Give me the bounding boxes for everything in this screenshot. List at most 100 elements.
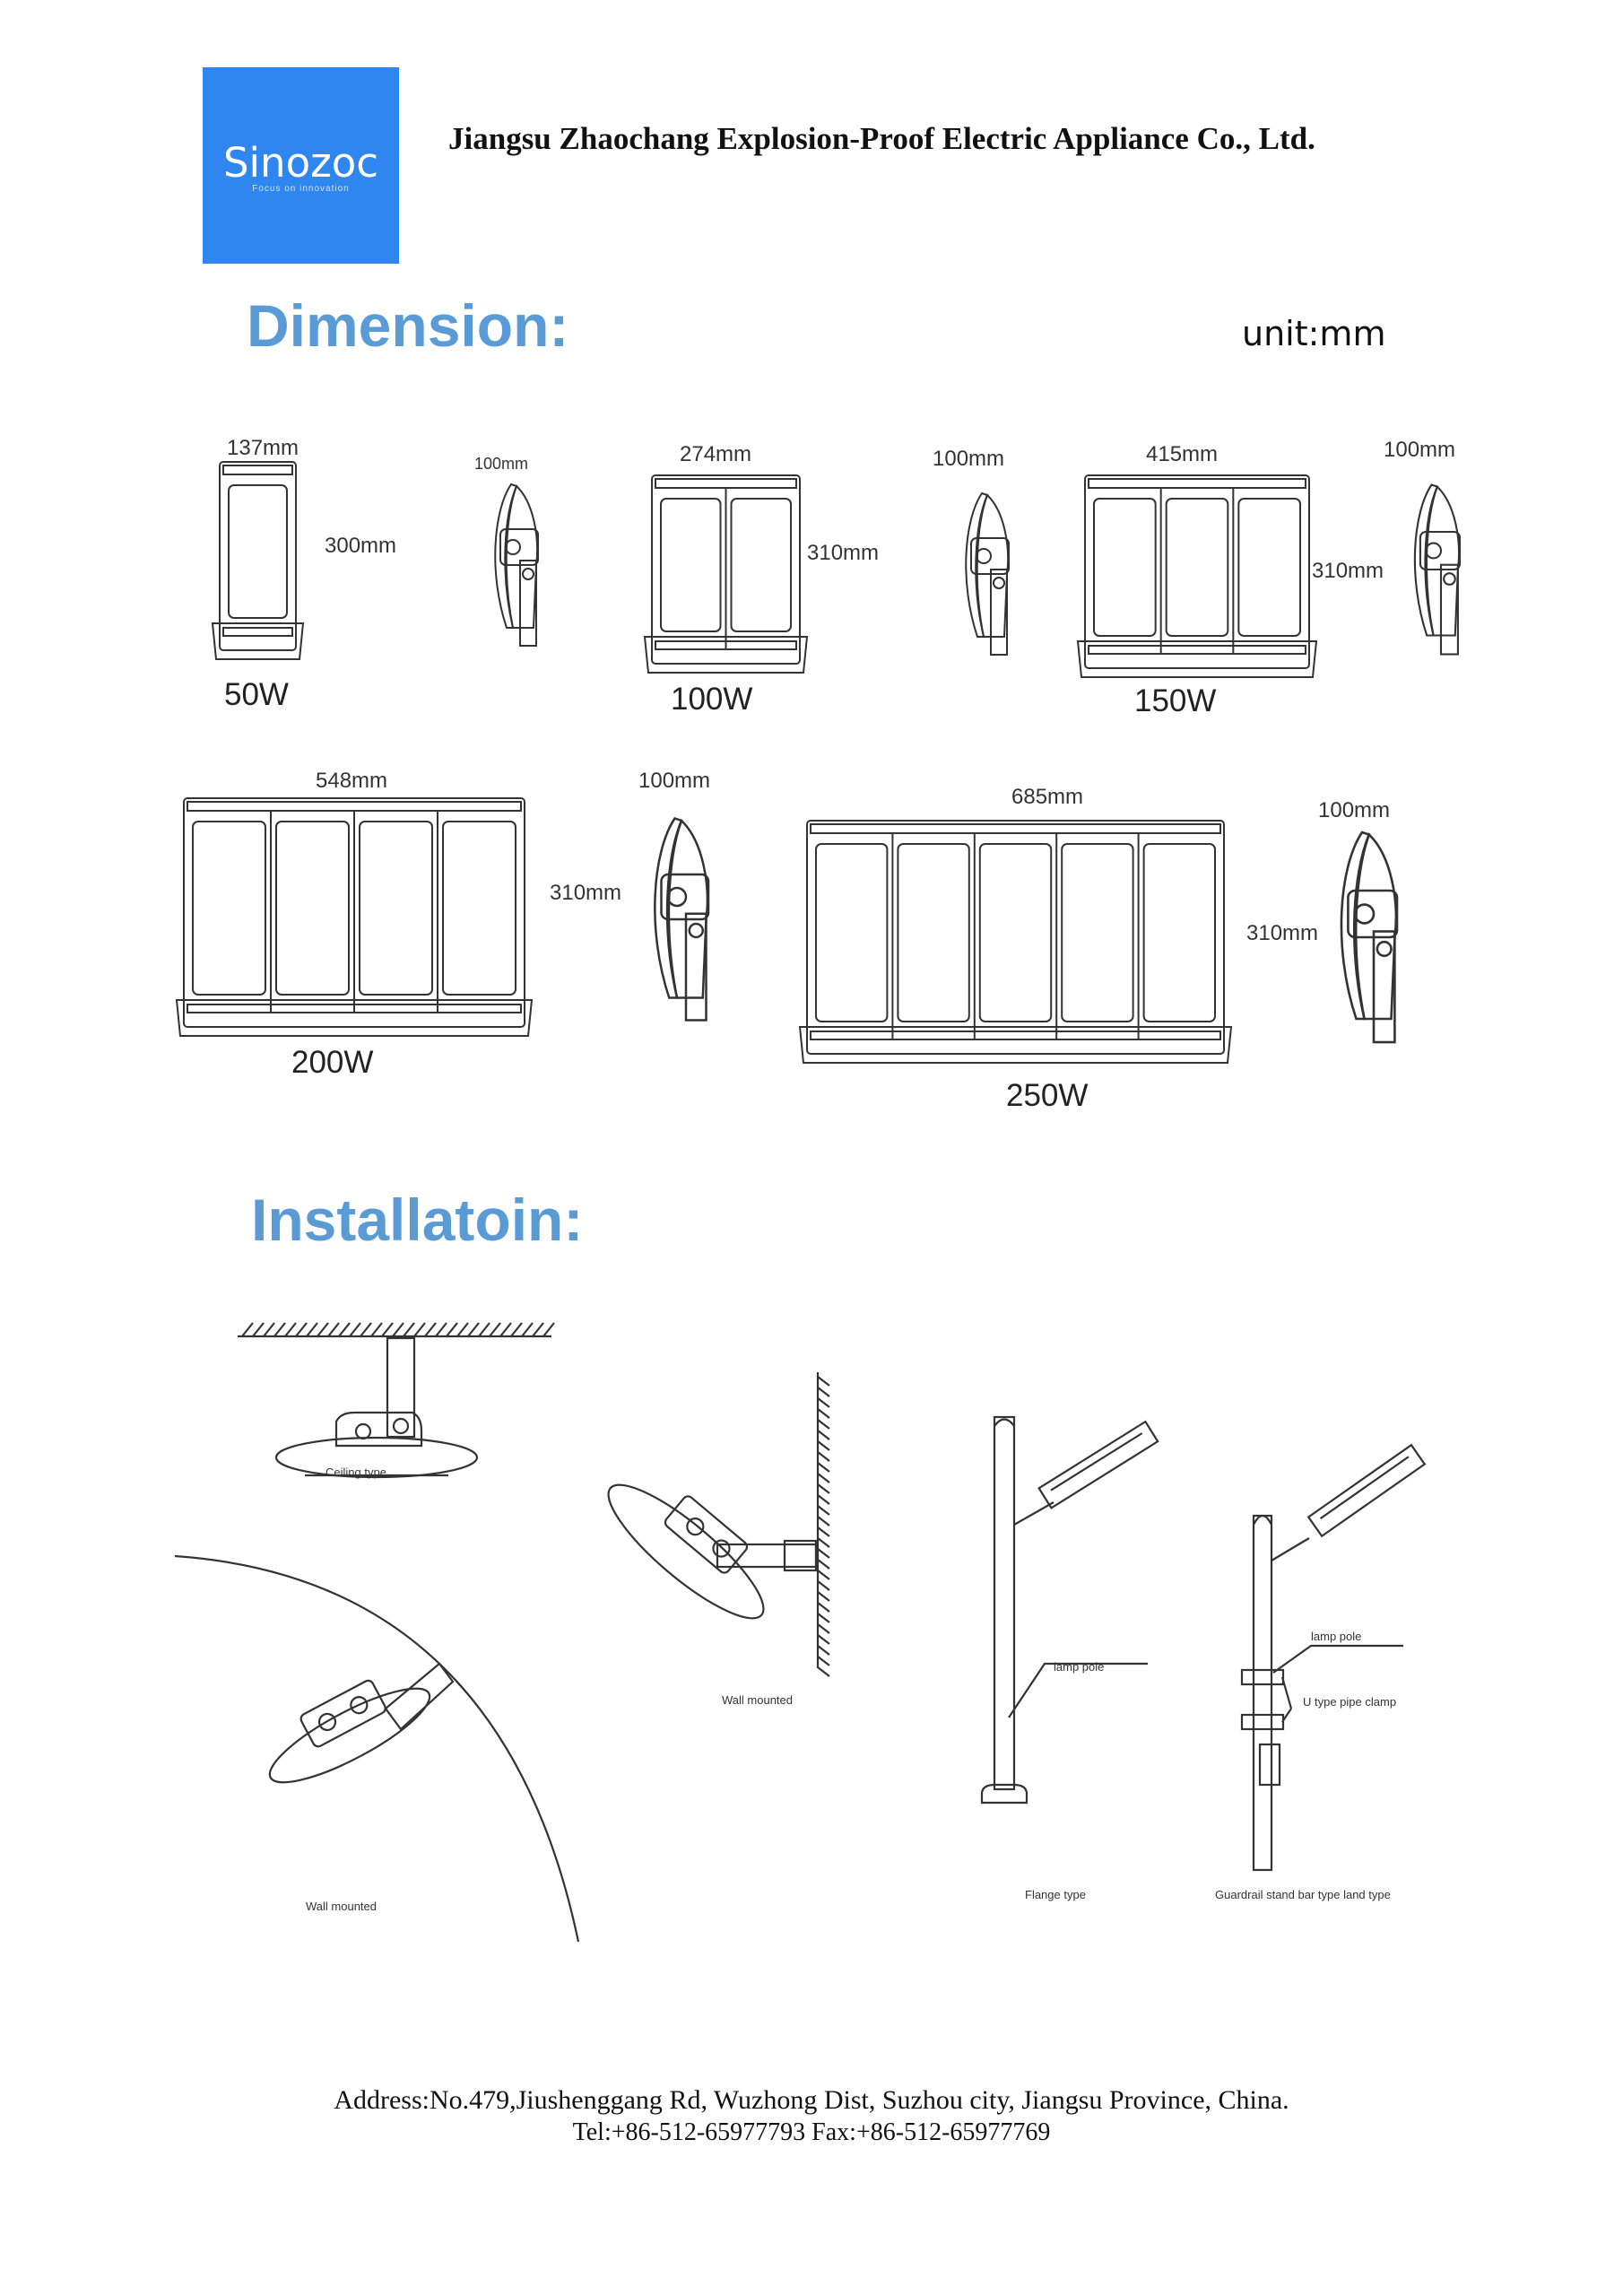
- arm: [1271, 1537, 1310, 1561]
- bolt: [317, 1712, 337, 1732]
- dim-100w-width: 274mm: [680, 442, 752, 466]
- pivot: [392, 1417, 410, 1435]
- side-view-150w: [1413, 483, 1462, 656]
- ceiling-hatch: [370, 1322, 383, 1337]
- dim-200w-depth: 100mm: [638, 769, 711, 793]
- wall-hatch: [817, 1494, 830, 1505]
- dim-250w-depth: 100mm: [1318, 798, 1391, 822]
- arm: [1013, 1501, 1055, 1526]
- ceiling-hatch: [456, 1322, 469, 1337]
- ceiling-hatch: [284, 1322, 297, 1337]
- ceiling-hatch: [435, 1322, 447, 1337]
- wall-hatch: [817, 1451, 830, 1462]
- dim-200w-height: 310mm: [550, 881, 622, 905]
- bracket-arm: [384, 1662, 455, 1731]
- pivot: [712, 1539, 731, 1558]
- watt-200w: 200W: [291, 1045, 374, 1080]
- wall-hatch: [817, 1473, 830, 1483]
- housing-profile: [1425, 484, 1461, 637]
- ceiling-hatch: [349, 1322, 361, 1337]
- ceiling-hatch: [241, 1322, 254, 1337]
- ceiling-hatch: [338, 1322, 351, 1337]
- wall-hatch: [817, 1376, 830, 1387]
- lamp-guardrail: [1306, 1443, 1427, 1538]
- flange-base: [980, 1783, 1028, 1805]
- wall-hatch: [817, 1580, 830, 1591]
- label-u-type-pipe-clamp: U type pipe clamp: [1303, 1695, 1397, 1709]
- wall-hatch: [817, 1526, 830, 1537]
- lamp-pole: [1252, 1514, 1273, 1872]
- front-view-250w: [798, 820, 1233, 1064]
- bracket-arm: [990, 569, 1008, 656]
- bracket-arm: [1372, 930, 1396, 1044]
- lamp-body: [274, 1436, 479, 1479]
- wall-hatch: [817, 1505, 830, 1516]
- wall-hatch: [817, 1613, 830, 1623]
- lamp-body: [1306, 1443, 1427, 1538]
- module-line: [1050, 1432, 1143, 1492]
- pivot: [350, 1696, 369, 1715]
- wall-hatch: [817, 1634, 830, 1645]
- front-view-200w: [175, 797, 534, 1037]
- wall-hatch: [817, 1559, 830, 1570]
- mounting-base: [211, 622, 305, 660]
- led-module: [359, 821, 433, 996]
- bracket-bolt: [1376, 940, 1393, 958]
- bracket-pivot: [1425, 542, 1443, 560]
- housing-profile: [505, 484, 539, 629]
- led-module: [228, 484, 288, 619]
- caption-wall-mounted-lower: Wall mounted: [306, 1900, 377, 1913]
- led-module: [1142, 843, 1216, 1022]
- logo-tagline: Focus on innovation: [252, 184, 350, 194]
- wall-hatch: [817, 1537, 830, 1548]
- led-module: [730, 498, 792, 632]
- side-view-50w: [494, 483, 539, 647]
- heat-sink-strip-bottom: [1088, 645, 1306, 655]
- led-module: [1237, 498, 1302, 637]
- wall-hatch: [817, 1623, 830, 1634]
- lamp-pole: [993, 1415, 1016, 1791]
- wall-arc-drawing: [174, 1554, 580, 1943]
- ceiling-hatch: [446, 1322, 458, 1337]
- led-module: [815, 843, 889, 1022]
- dim-50w-width: 137mm: [227, 436, 299, 460]
- footer-address: Address:No.479,Jiushenggang Rd, Wuzhong …: [334, 2085, 1289, 2115]
- installation-heading: Installatoin:: [251, 1187, 584, 1253]
- wall-hatch: [817, 1570, 830, 1580]
- bracket-arm: [519, 560, 537, 647]
- wall-hatch: [817, 1419, 830, 1430]
- unit-label: unit:mm: [1242, 314, 1386, 353]
- driver-housing: [664, 1495, 749, 1574]
- bolt: [354, 1422, 372, 1440]
- ceiling-hatch: [489, 1322, 501, 1337]
- wall-hatch: [817, 1666, 830, 1677]
- wall-hatch: [817, 1462, 830, 1473]
- driver-housing: [334, 1411, 423, 1448]
- heat-sink-strip-bottom: [222, 627, 293, 637]
- ceiling-hatch: [413, 1322, 426, 1337]
- curved-wall: [174, 1554, 580, 1943]
- lamp-flange: [1037, 1420, 1159, 1509]
- ceiling-hatch: [360, 1322, 372, 1337]
- driver-box: [1419, 530, 1462, 571]
- dim-50w-height: 300mm: [325, 534, 397, 558]
- lamp-body: [268, 1687, 431, 1784]
- u-clamp-upper: [1240, 1668, 1285, 1686]
- wall-hatch: [817, 1516, 830, 1526]
- housing-outline: [806, 820, 1225, 1055]
- u-clamp-lower: [1240, 1713, 1285, 1731]
- dim-150w-depth: 100mm: [1384, 438, 1456, 462]
- ceiling-hatch: [521, 1322, 534, 1337]
- mounting-base: [798, 1026, 1233, 1064]
- housing-outline: [183, 797, 525, 1028]
- wall-hatch: [817, 1548, 830, 1559]
- bracket-bolt: [522, 568, 534, 580]
- bracket-bolt: [993, 577, 1005, 589]
- dim-100w-depth: 100mm: [933, 447, 1005, 471]
- dim-50w-depth: 100mm: [474, 455, 529, 473]
- watt-250w: 250W: [1006, 1078, 1089, 1113]
- dim-250w-width: 685mm: [1011, 785, 1084, 809]
- housing-outline: [651, 474, 801, 665]
- front-view-50w: [211, 461, 305, 660]
